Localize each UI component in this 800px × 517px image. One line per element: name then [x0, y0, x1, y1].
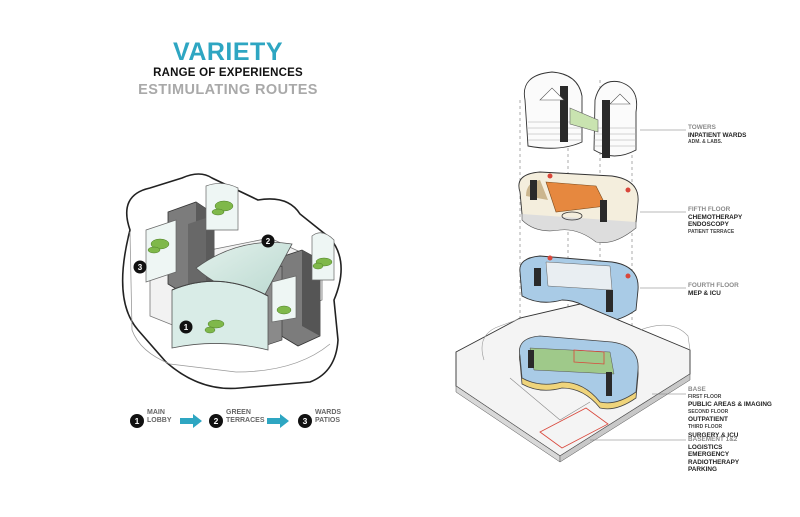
svg-text:2: 2: [266, 237, 271, 246]
level-fourth-floor: [519, 255, 639, 322]
marker-terraces: 2: [261, 234, 275, 248]
legend-patios: WARDS PATIOS: [315, 409, 342, 424]
level-towers: [523, 71, 638, 158]
label-base: BASE FIRST FLOOR PUBLIC AREAS & IMAGING …: [688, 386, 772, 439]
main-lobby-glass: [171, 280, 269, 351]
lobby-axonometric: [121, 173, 342, 390]
legend-badges: 1 2 3: [130, 414, 312, 428]
level-base: [455, 303, 691, 463]
label-basement: BASEMENT 1&2 LOGISTICS EMERGENCY RADIOTH…: [688, 436, 740, 474]
basement-outline: [539, 407, 609, 449]
level-fifth-floor: [518, 171, 639, 243]
page-subtitle: RANGE OF EXPERIENCES: [153, 67, 303, 79]
svg-text:3: 3: [303, 416, 308, 426]
title-block: VARIETY RANGE OF EXPERIENCES ESTIMULATIN…: [138, 38, 318, 99]
legend-terraces: GREEN TERRACES: [226, 409, 265, 424]
plant-icon: [147, 200, 333, 334]
ward-patio-right: [311, 232, 335, 281]
label-towers: TOWERS INPATIENT WARDS ADM. & LABS.: [688, 124, 747, 146]
label-fifth-floor: FIFTH FLOOR CHEMOTHERAPY ENDOSCOPY PATIE…: [688, 206, 743, 235]
svg-text:2: 2: [214, 416, 219, 426]
marker-patios: 3: [133, 260, 147, 274]
svg-text:1: 1: [184, 323, 189, 332]
leader-lines: [590, 129, 686, 441]
marker-lobby: 1: [179, 320, 193, 334]
svg-text:3: 3: [138, 263, 143, 272]
legend-lobby: MAIN LOBBY: [147, 409, 172, 424]
page-subtitle-secondary: ESTIMULATING ROUTES: [138, 82, 318, 98]
label-fourth-floor: FOURTH FLOOR MEP & ICU: [688, 282, 739, 297]
arrow-right-icon: [180, 414, 289, 428]
page-title: VARIETY: [173, 38, 283, 66]
svg-text:1: 1: [135, 416, 140, 426]
